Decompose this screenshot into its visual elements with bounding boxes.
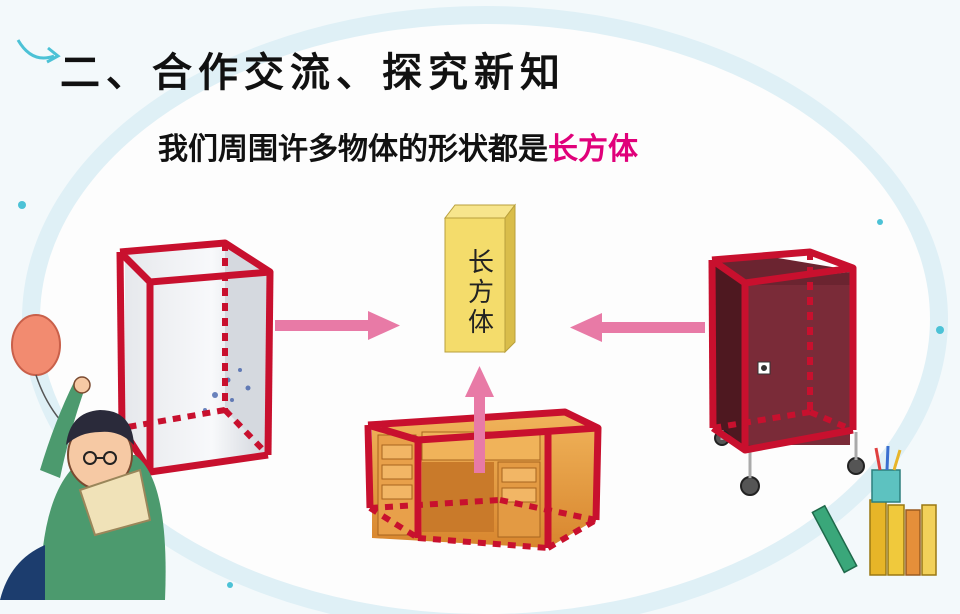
center-cuboid-label: 长 方 体: [456, 248, 506, 338]
balloon-icon: [12, 315, 60, 420]
fridge-cuboid: [120, 243, 270, 472]
pencil-cup-icon: [872, 446, 900, 502]
arrow-left-icon: [570, 313, 705, 342]
books-icon: [812, 500, 936, 575]
arrow-right-icon: [275, 311, 400, 340]
cabinet-cuboid: [712, 252, 864, 495]
label-char-1: 长: [456, 248, 506, 278]
label-char-2: 方: [456, 278, 506, 308]
label-char-3: 体: [456, 308, 506, 338]
